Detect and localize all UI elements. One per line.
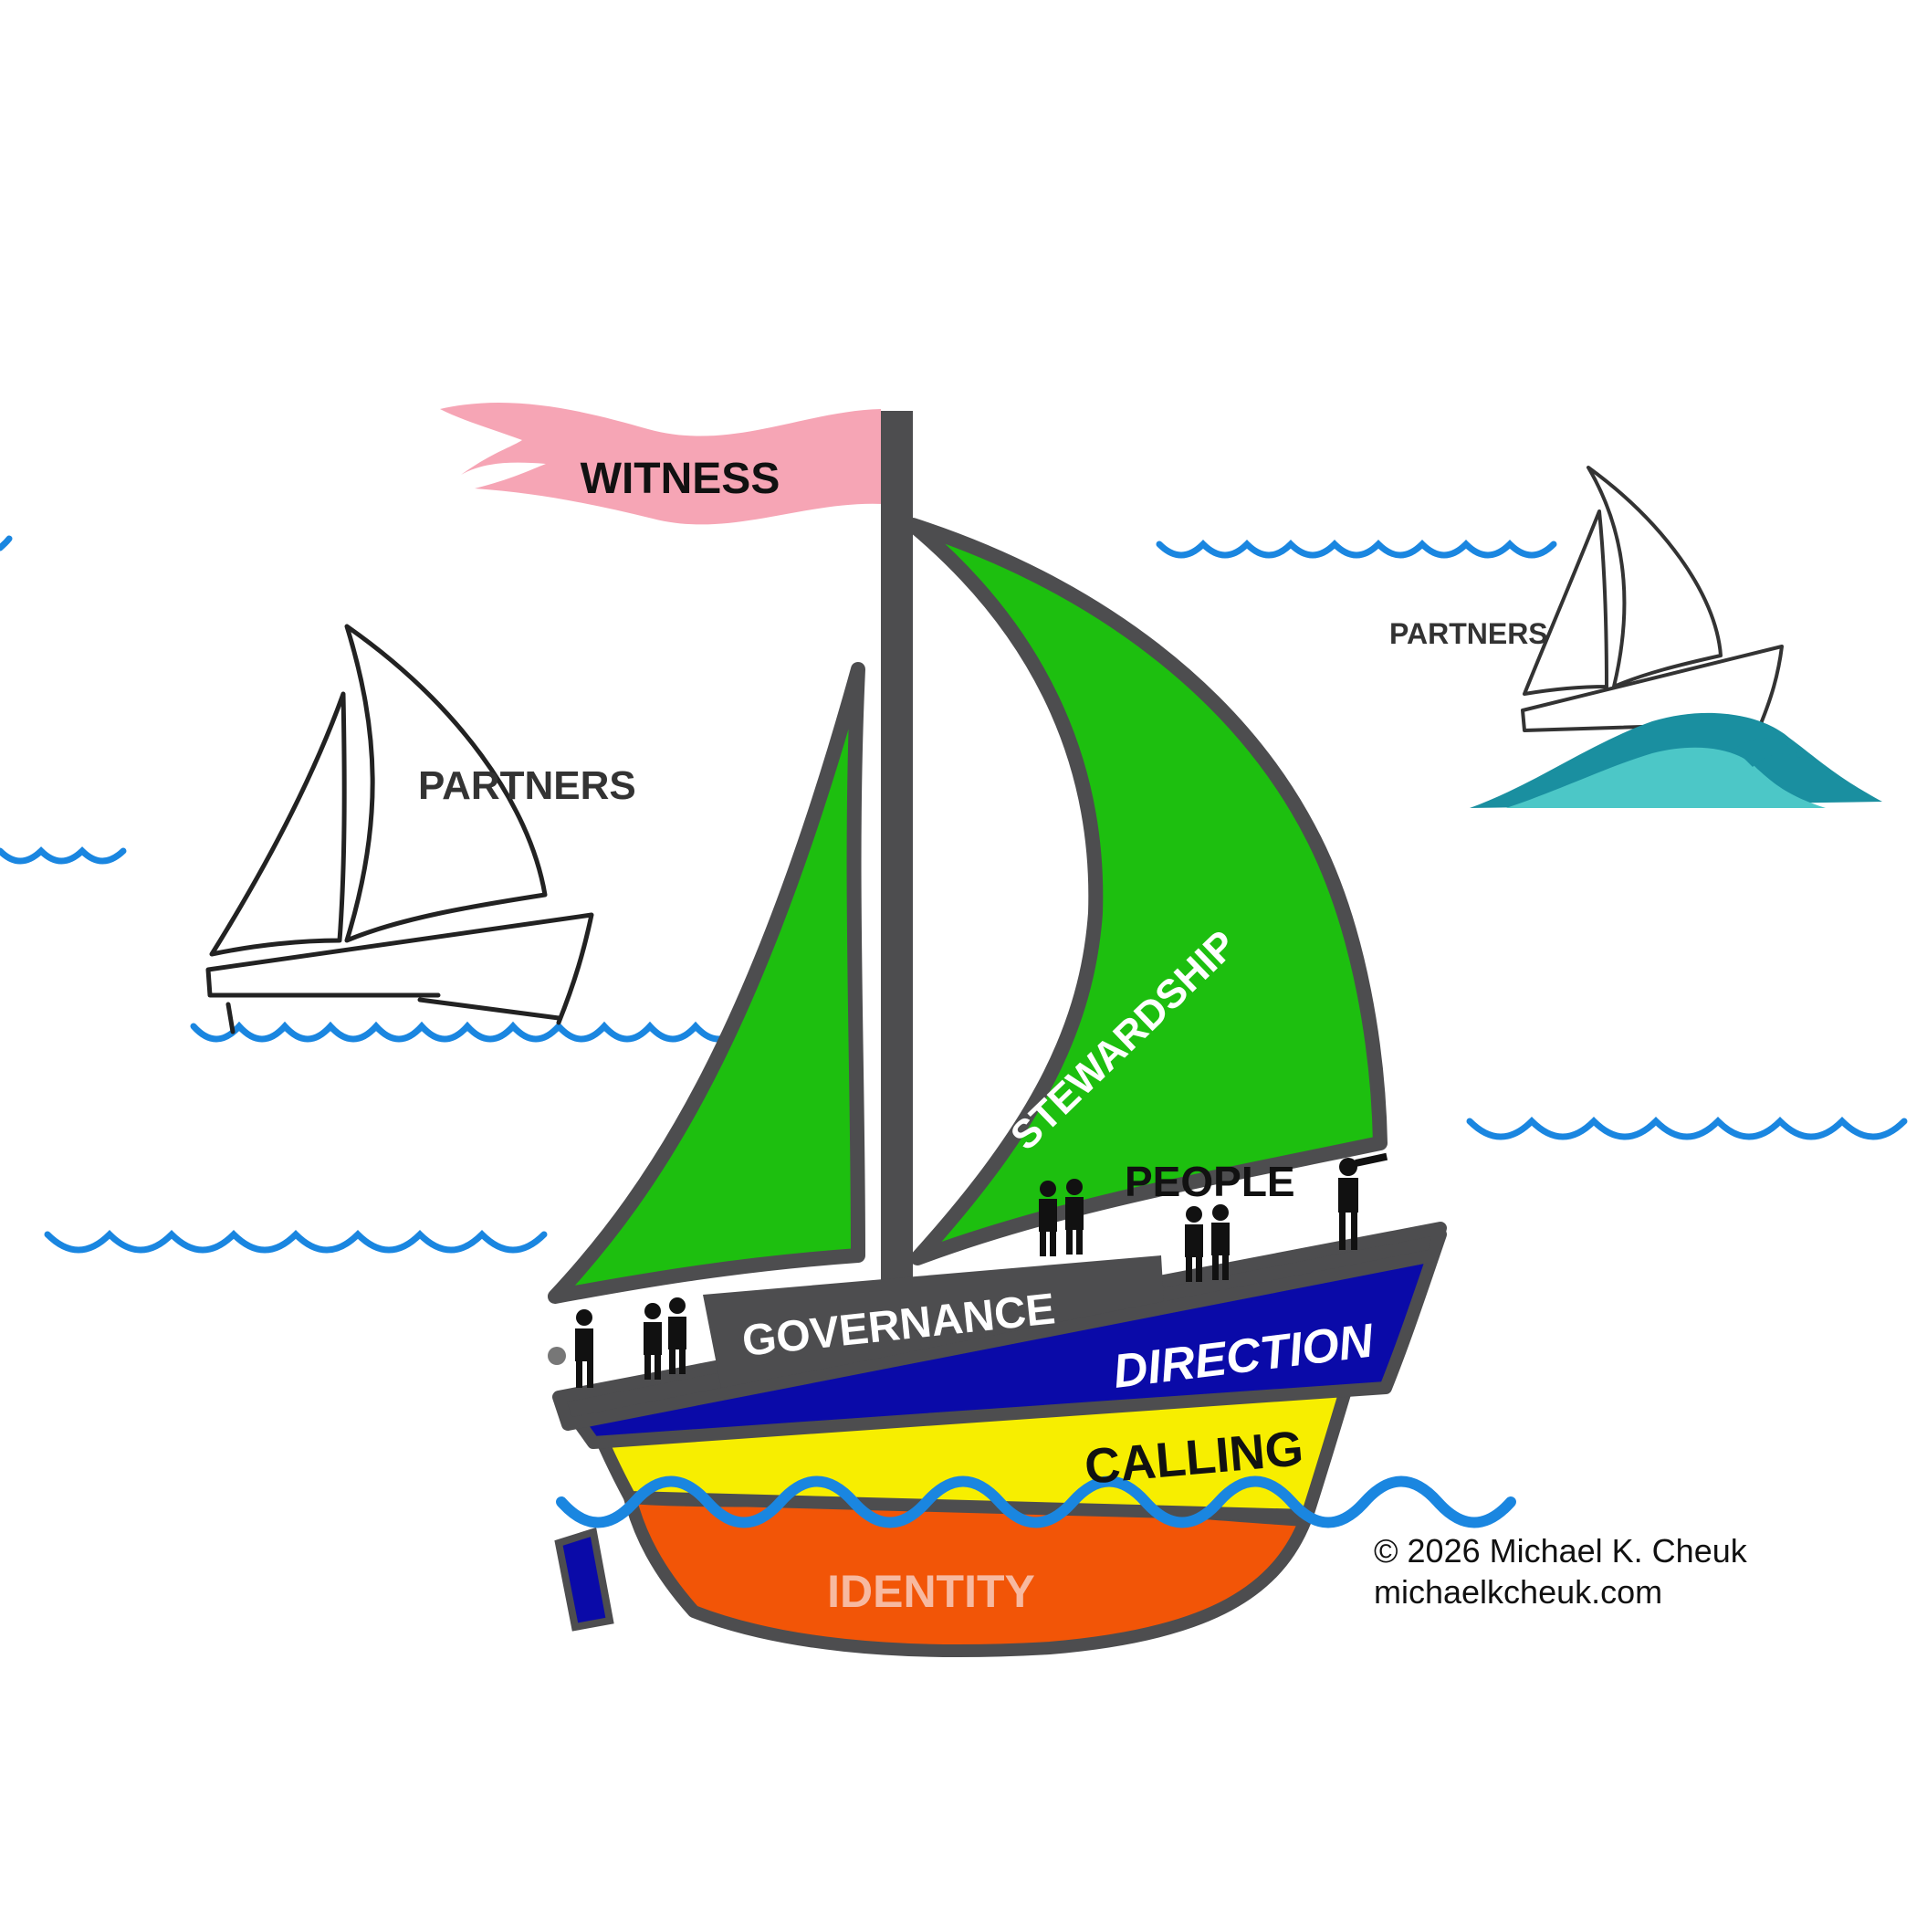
- main-sail: [906, 518, 1388, 1265]
- partner-left-jib: [209, 691, 347, 957]
- rudder: [554, 1527, 614, 1632]
- identity-label: IDENTITY: [827, 1566, 1035, 1617]
- person-icon-pair-center: [1039, 1179, 1084, 1256]
- person-icon-pair-right: [1185, 1204, 1230, 1282]
- partner-right-jib: [1523, 509, 1608, 696]
- people-label: PEOPLE: [1125, 1158, 1295, 1205]
- copyright-notice: © 2026 Michael K. Cheuk michaelkcheuk.co…: [1374, 1530, 1747, 1612]
- partner-left-mainsail: [344, 624, 548, 943]
- flag-label: WITNESS: [581, 455, 780, 503]
- person-icon-helm: [548, 1309, 593, 1388]
- partner-right-wave: [1470, 712, 1882, 808]
- person-icon-lookout: [1338, 1152, 1388, 1250]
- website-line: michaelkcheuk.com: [1374, 1573, 1663, 1611]
- partner-boat-right: [1521, 466, 1784, 732]
- wave-left-upper: [0, 846, 127, 865]
- wave-right-mid: [1466, 1117, 1908, 1140]
- person-icon-pair-left: [644, 1297, 686, 1380]
- background-waves: [0, 535, 1908, 1254]
- flag-shape: [440, 402, 884, 525]
- wave-top-right: [1156, 540, 1557, 559]
- governance-cabin: [703, 1255, 1164, 1388]
- wave-left-boat: [190, 1021, 745, 1043]
- partners-right-label: PARTNERS: [1389, 617, 1548, 650]
- partners-left-label: PARTNERS: [418, 763, 636, 808]
- partner-left-hull: [205, 912, 594, 1034]
- mast: [881, 411, 913, 1283]
- wave-top-left: [0, 535, 13, 551]
- crew-figures: [548, 1152, 1388, 1388]
- wave-left-lower: [44, 1230, 548, 1254]
- copyright-line: © 2026 Michael K. Cheuk: [1374, 1532, 1747, 1570]
- jib-sail: [548, 662, 865, 1304]
- partner-right-mainsail: [1587, 466, 1723, 688]
- hull-waterline-wave: [556, 1475, 1516, 1528]
- partner-boat-left: [205, 624, 594, 1034]
